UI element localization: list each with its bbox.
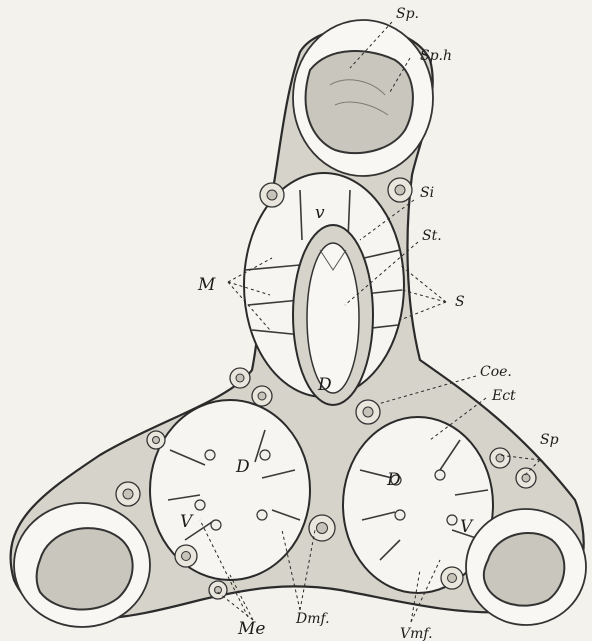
right-spine: [466, 509, 586, 625]
label-m: M: [197, 275, 216, 295]
label-sph: Sp.h: [420, 48, 452, 64]
label-v-left: V: [180, 512, 194, 532]
label-st: St.: [422, 228, 442, 244]
label-d-left: D: [235, 457, 250, 477]
left-spine: [14, 503, 150, 627]
label-sp-top: Sp.: [396, 6, 419, 22]
label-s: S: [455, 294, 465, 310]
label-v-top: v: [315, 203, 325, 223]
label-dmf: Dmf.: [295, 611, 330, 627]
label-ect: Ect: [491, 388, 516, 404]
label-me: Me: [237, 619, 265, 639]
label-v-right: V: [460, 517, 474, 537]
label-d-top: D: [317, 375, 332, 395]
label-d-right: D: [386, 470, 401, 490]
label-si: Si: [420, 185, 434, 201]
label-sp-right: Sp: [540, 432, 559, 448]
left-chamber: [150, 400, 310, 580]
top-spine: [293, 20, 433, 176]
label-vmf: Vmf.: [400, 626, 433, 641]
label-coe: Coe.: [480, 364, 512, 380]
